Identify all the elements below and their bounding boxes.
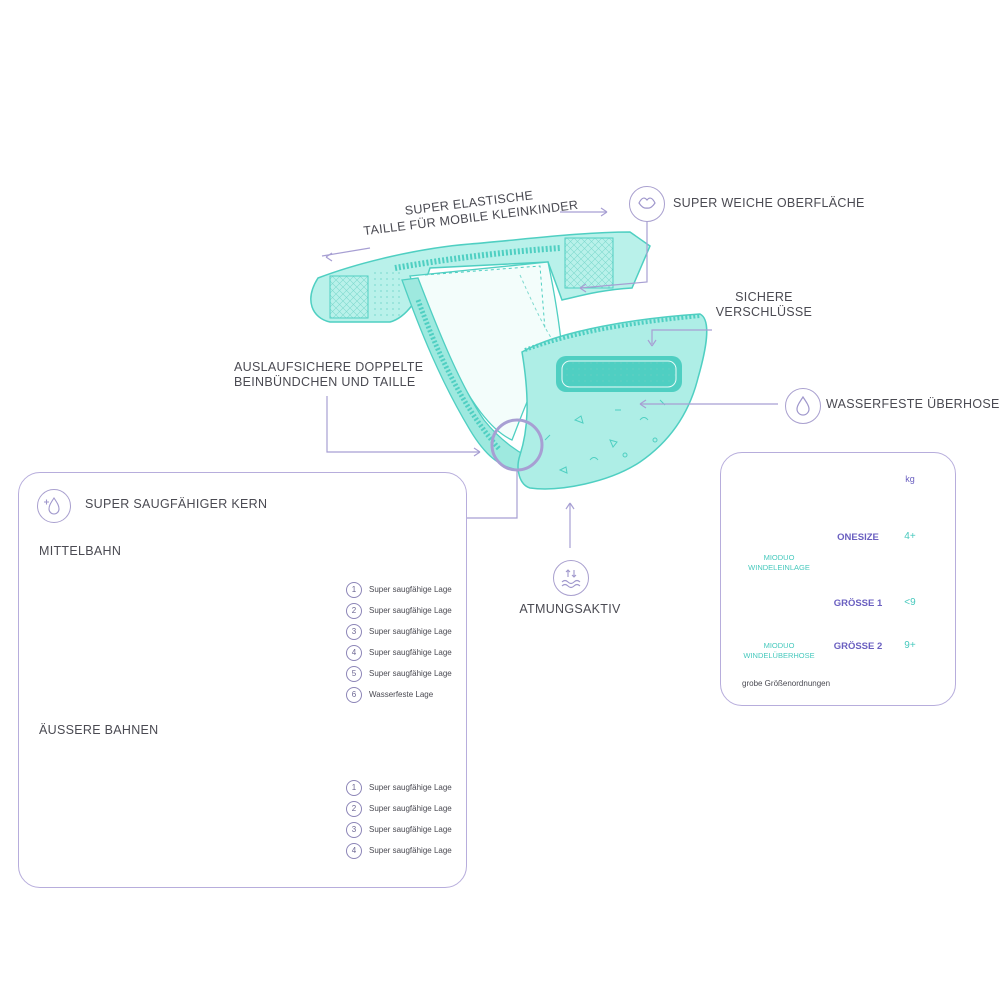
- diaper-back-band: [310, 231, 651, 323]
- layer-label: Super saugfähige Lage: [369, 648, 452, 657]
- layer-number: 2: [346, 603, 362, 619]
- leak-proof-label-line1: AUSLAUFSICHERE DOPPELTE: [234, 360, 424, 374]
- absorbent-core-icon: [37, 489, 71, 523]
- outer-strips-title: ÄUSSERE BAHNEN: [39, 723, 159, 737]
- water-drop-icon: [785, 388, 821, 424]
- layer-label: Super saugfähige Lage: [369, 804, 452, 813]
- leak-proof-label: AUSLAUFSICHERE DOPPELTE BEINBÜNDCHEN UND…: [234, 360, 423, 390]
- size-1: GRÖSSE 1: [833, 598, 883, 609]
- size-table-panel: [720, 452, 956, 706]
- product-insert-line2: WINDELEINLAGE: [748, 563, 810, 572]
- product-cover-line2: WINDELÜBERHOSE: [743, 651, 815, 660]
- product-insert-line1: MIODUO: [763, 553, 795, 562]
- closures-label: SICHERE VERSCHLÜSSE: [704, 290, 824, 320]
- soft-surface-icon: [629, 186, 665, 222]
- layer-label: Super saugfähige Lage: [369, 825, 452, 834]
- layer-number: 2: [346, 801, 362, 817]
- soft-surface-label: SUPER WEICHE OBERFLÄCHE: [673, 196, 865, 210]
- layer-number: 4: [346, 645, 362, 661]
- size-onesize: ONESIZE: [837, 532, 879, 543]
- breathable-icon: [553, 560, 589, 596]
- product-cover-label: MIODUO WINDELÜBERHOSE: [734, 641, 824, 661]
- layer-label: Super saugfähige Lage: [369, 783, 452, 792]
- size-2: GRÖSSE 2: [833, 641, 883, 652]
- layer-number: 3: [346, 822, 362, 838]
- kg-onesize: 4+: [904, 531, 916, 542]
- kg-size-1: <9: [904, 597, 916, 608]
- layer-label: Super saugfähige Lage: [369, 606, 452, 615]
- waterproof-label: WASSERFESTE ÜBERHOSE: [826, 397, 1000, 411]
- table-header-kg: kg: [905, 474, 915, 484]
- layer-label: Super saugfähige Lage: [369, 846, 452, 855]
- layer-number: 1: [346, 582, 362, 598]
- closures-label-line1: SICHERE: [735, 290, 793, 304]
- product-cover-line1: MIODUO: [763, 641, 795, 650]
- layer-number: 1: [346, 780, 362, 796]
- product-insert-label: MIODUO WINDELEINLAGE: [734, 553, 824, 573]
- absorbent-core-panel: SUPER SAUGFÄHIGER KERN MITTELBAHN ÄUSSER…: [18, 472, 467, 888]
- layer-number: 4: [346, 843, 362, 859]
- closures-label-line2: VERSCHLÜSSE: [715, 305, 813, 319]
- layer-label: Super saugfähige Lage: [369, 669, 452, 678]
- layer-number: 3: [346, 624, 362, 640]
- diaper-front-panel: [517, 313, 708, 490]
- callout-lines: [321, 207, 778, 548]
- layer-number: 6: [346, 687, 362, 703]
- middle-strip-title: MITTELBAHN: [39, 544, 122, 558]
- layer-label: Super saugfähige Lage: [369, 585, 452, 594]
- size-table-footnote: grobe Größenordnungen: [742, 679, 831, 688]
- kg-size-2: 9+: [904, 640, 916, 651]
- layer-label: Wasserfeste Lage: [369, 690, 434, 699]
- core-panel-title: SUPER SAUGFÄHIGER KERN: [85, 497, 268, 511]
- breathable-label: ATMUNGSAKTIV: [519, 602, 621, 616]
- layer-number: 5: [346, 666, 362, 682]
- layer-label: Super saugfähige Lage: [369, 627, 452, 636]
- leak-proof-label-line2: BEINBÜNDCHEN UND TAILLE: [234, 375, 416, 389]
